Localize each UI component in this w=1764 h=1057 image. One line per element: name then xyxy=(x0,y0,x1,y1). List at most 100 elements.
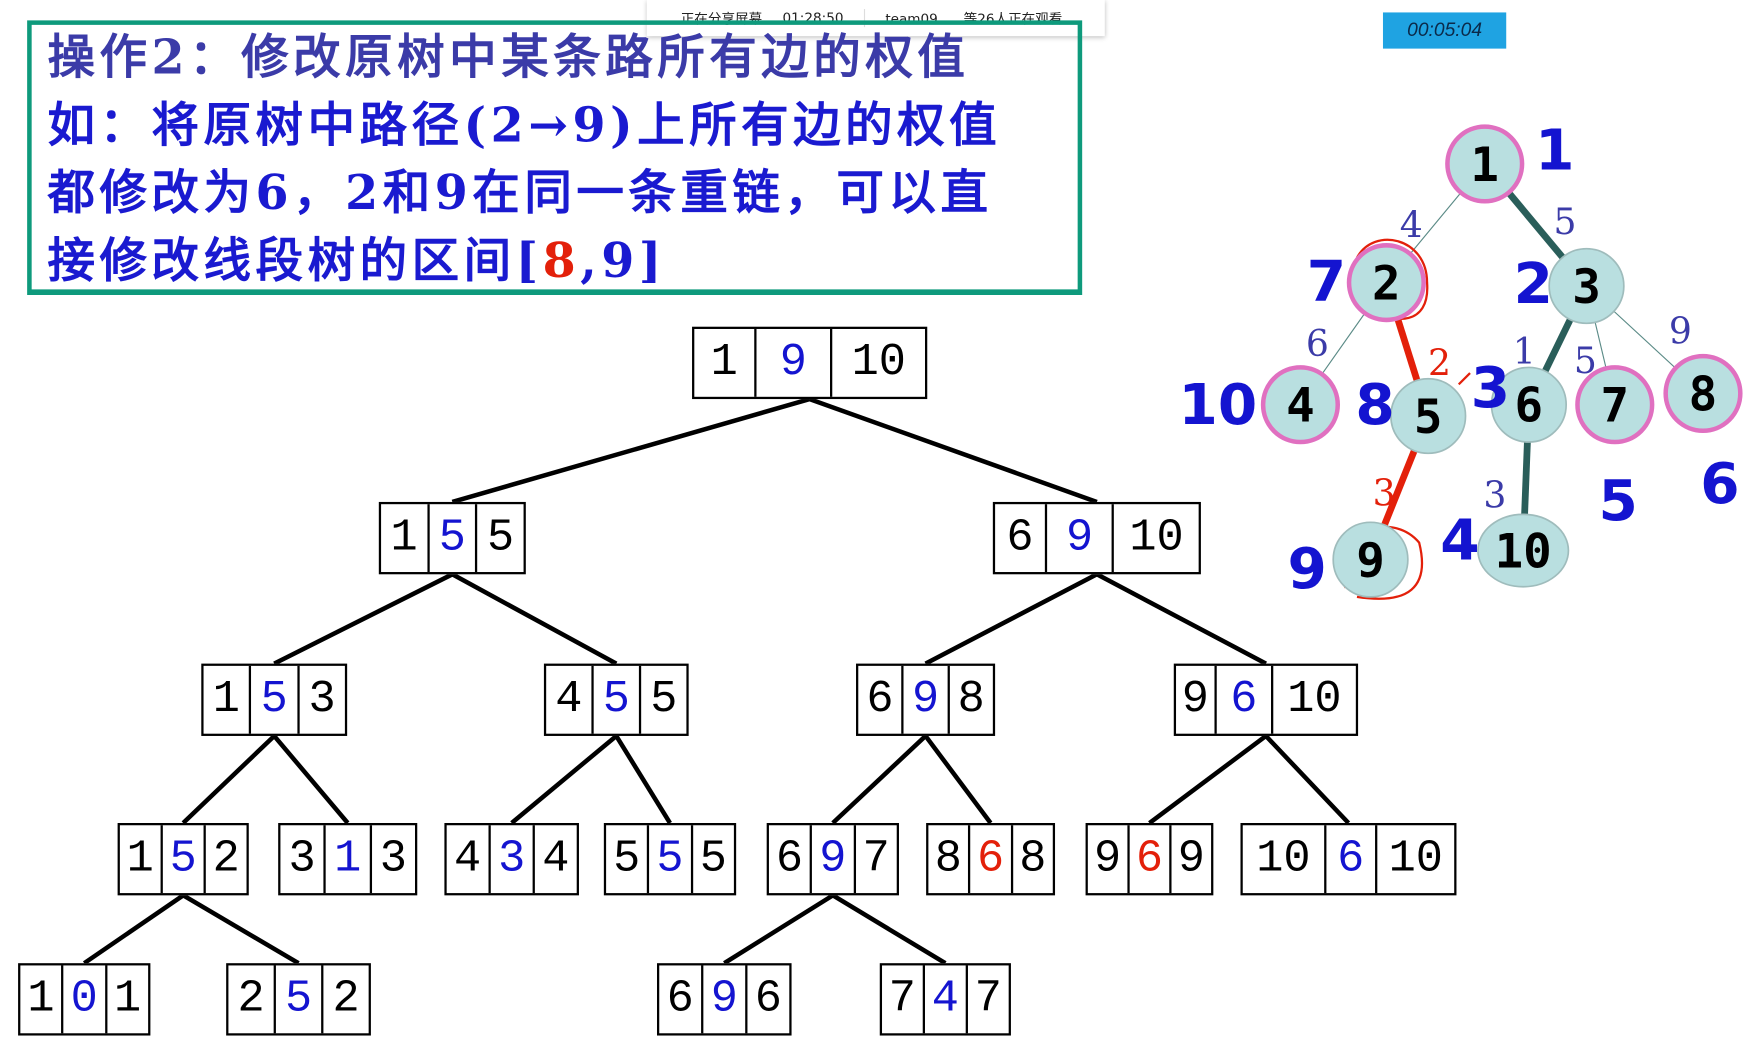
tree-node xyxy=(1477,513,1570,588)
segment-tree-edge xyxy=(1095,572,1267,666)
range-left: 1 xyxy=(20,965,64,1034)
range-right: 8 xyxy=(957,674,985,726)
range-left: 6 xyxy=(995,504,1048,573)
segment-tree-edge xyxy=(923,734,993,825)
node-value: 4 xyxy=(925,965,968,1034)
segment-tree-edge xyxy=(924,572,1098,666)
node-value: 6 xyxy=(1326,825,1378,894)
text-line-2: 如：将原树中路径(2→9)上所有边的权值 xyxy=(47,97,1002,153)
range-left: 1 xyxy=(381,504,430,573)
text-line-1: 操作2：修改原树中某条路所有边的权值 xyxy=(47,29,970,85)
dfs-order-label: 8 xyxy=(1355,373,1394,438)
range-right: 5 xyxy=(650,674,678,726)
range-right: 8 xyxy=(1019,833,1047,885)
edge-weight-label: 4 xyxy=(1400,203,1423,246)
tree-node-label: 4 xyxy=(1286,379,1315,434)
node-value: 5 xyxy=(594,665,642,734)
node-value: 5 xyxy=(429,504,478,573)
range-left: 6 xyxy=(858,665,904,734)
dfs-order-label: 2 xyxy=(1514,252,1553,317)
tree-node-label: 8 xyxy=(1689,367,1718,422)
text-line-4-suffix: ,9] xyxy=(580,232,666,289)
segment-tree-edge xyxy=(831,734,928,825)
segment-tree-edge xyxy=(451,572,618,666)
range-left: 9 xyxy=(1176,665,1218,734)
segment-tree-edge xyxy=(723,893,835,966)
dfs-order-label: 6 xyxy=(1700,452,1739,517)
dfs-order-label: 7 xyxy=(1307,250,1346,315)
tree-node xyxy=(1663,353,1743,433)
edge-weight-label: 1 xyxy=(1513,330,1536,373)
edge-weight-label: 6 xyxy=(1306,322,1329,365)
segment-tree-edge xyxy=(808,396,1098,505)
range-left: 9 xyxy=(1088,825,1130,894)
tree-node xyxy=(1548,247,1625,325)
range-left: 7 xyxy=(882,965,925,1034)
text-line-4: 接修改线段树的区间[8,9] xyxy=(47,237,665,284)
segment-tree-edge xyxy=(451,396,811,505)
node-value: 5 xyxy=(649,825,693,894)
tree-node-label: 2 xyxy=(1372,257,1401,312)
range-right: 2 xyxy=(332,973,360,1025)
divider xyxy=(863,9,865,28)
segment-tree-edge xyxy=(1264,734,1351,825)
range-right: 3 xyxy=(379,833,407,885)
range-right: 7 xyxy=(974,973,1002,1025)
timer: 00:05:04 xyxy=(1382,12,1507,49)
segment-tree-edge xyxy=(831,893,947,966)
segment-tree-edge xyxy=(614,734,672,825)
tree-node-label: 9 xyxy=(1356,534,1385,589)
edge-weight-label: 9 xyxy=(1669,310,1692,353)
tree-node xyxy=(1575,365,1655,445)
segment-tree-edge xyxy=(273,572,454,666)
node-value: 6 xyxy=(1130,825,1172,894)
tree-node-label: 6 xyxy=(1515,379,1544,434)
slide-text-box: 操作2：修改原树中某条路所有边的权值 如：将原树中路径(2→9)上所有边的权值 … xyxy=(27,20,1083,296)
edge-weight-label: 5 xyxy=(1574,339,1597,382)
node-value: 6 xyxy=(971,825,1013,894)
tree-node xyxy=(1346,243,1426,323)
segment-tree-edge xyxy=(510,734,618,825)
edge-weight-label: 2 xyxy=(1428,341,1451,384)
node-value: 5 xyxy=(163,825,206,894)
node-value: 5 xyxy=(276,965,324,1034)
tree-node xyxy=(1445,124,1525,204)
dfs-order-label: 3 xyxy=(1471,356,1510,421)
tree-node xyxy=(1332,521,1409,598)
edge-weight-label: 3 xyxy=(1373,471,1396,514)
node-value: 6 xyxy=(1217,665,1274,734)
dfs-order-label: 1 xyxy=(1535,119,1574,184)
node-value: 9 xyxy=(904,665,950,734)
range-right: 10 xyxy=(1388,833,1443,885)
dfs-order-label: 5 xyxy=(1599,469,1638,534)
segment-tree-edge xyxy=(181,734,276,825)
tree-node-label: 3 xyxy=(1572,260,1601,315)
range-left: 4 xyxy=(546,665,594,734)
range-right: 9 xyxy=(1177,833,1205,885)
tree-node xyxy=(1490,366,1568,443)
range-right: 10 xyxy=(851,337,906,389)
text-line-4-prefix: 接修改线段树的区间[ xyxy=(47,232,543,289)
range-left: 8 xyxy=(928,825,971,894)
tree-node-label: 1 xyxy=(1470,138,1499,193)
tree-node-label: 5 xyxy=(1414,390,1443,445)
range-right: 4 xyxy=(542,833,570,885)
node-value: 1 xyxy=(326,825,372,894)
range-left: 6 xyxy=(769,825,813,894)
range-right: 6 xyxy=(754,973,782,1025)
range-right: 10 xyxy=(1287,674,1342,726)
edge-weight-label: 5 xyxy=(1554,200,1577,243)
range-left: 6 xyxy=(659,965,704,1034)
range-left: 2 xyxy=(228,965,276,1034)
